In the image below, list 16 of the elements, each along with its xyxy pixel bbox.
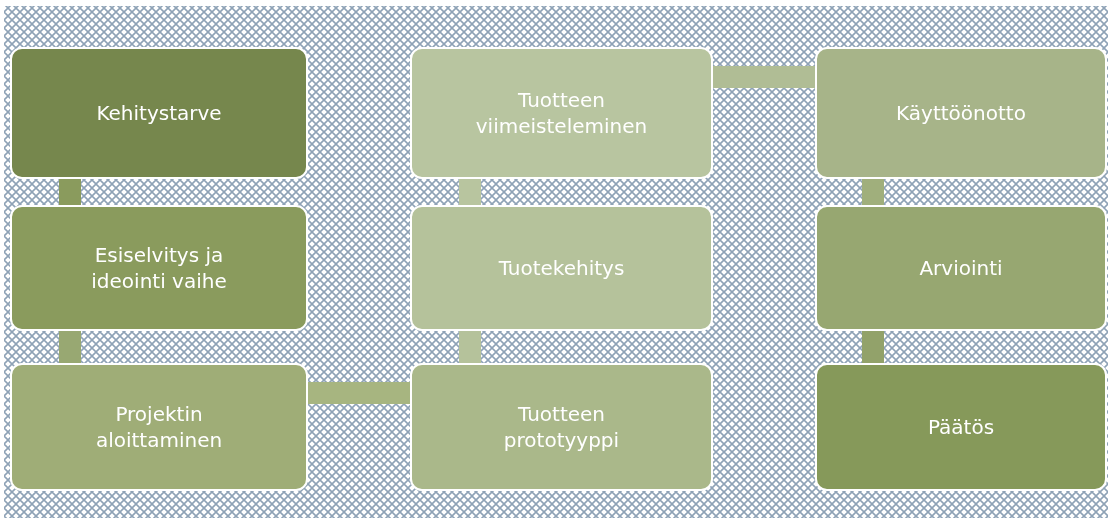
connector xyxy=(862,331,884,363)
connector xyxy=(713,66,815,88)
process-box: Projektin aloittaminen xyxy=(10,363,308,491)
connector xyxy=(459,331,481,363)
connector xyxy=(459,179,481,205)
process-box: Tuotekehitys xyxy=(410,205,713,331)
process-box: Käyttöönotto xyxy=(815,47,1107,179)
process-box: Arviointi xyxy=(815,205,1107,331)
connector xyxy=(308,382,410,404)
process-box: Päätös xyxy=(815,363,1107,491)
process-box: Tuotteen viimeisteleminen xyxy=(410,47,713,179)
connector xyxy=(59,331,81,363)
process-box: Kehitystarve xyxy=(10,47,308,179)
process-box: Tuotteen prototyyppi xyxy=(410,363,713,491)
process-box: Esiselvitys ja ideointi vaihe xyxy=(10,205,308,331)
connector xyxy=(59,179,81,205)
